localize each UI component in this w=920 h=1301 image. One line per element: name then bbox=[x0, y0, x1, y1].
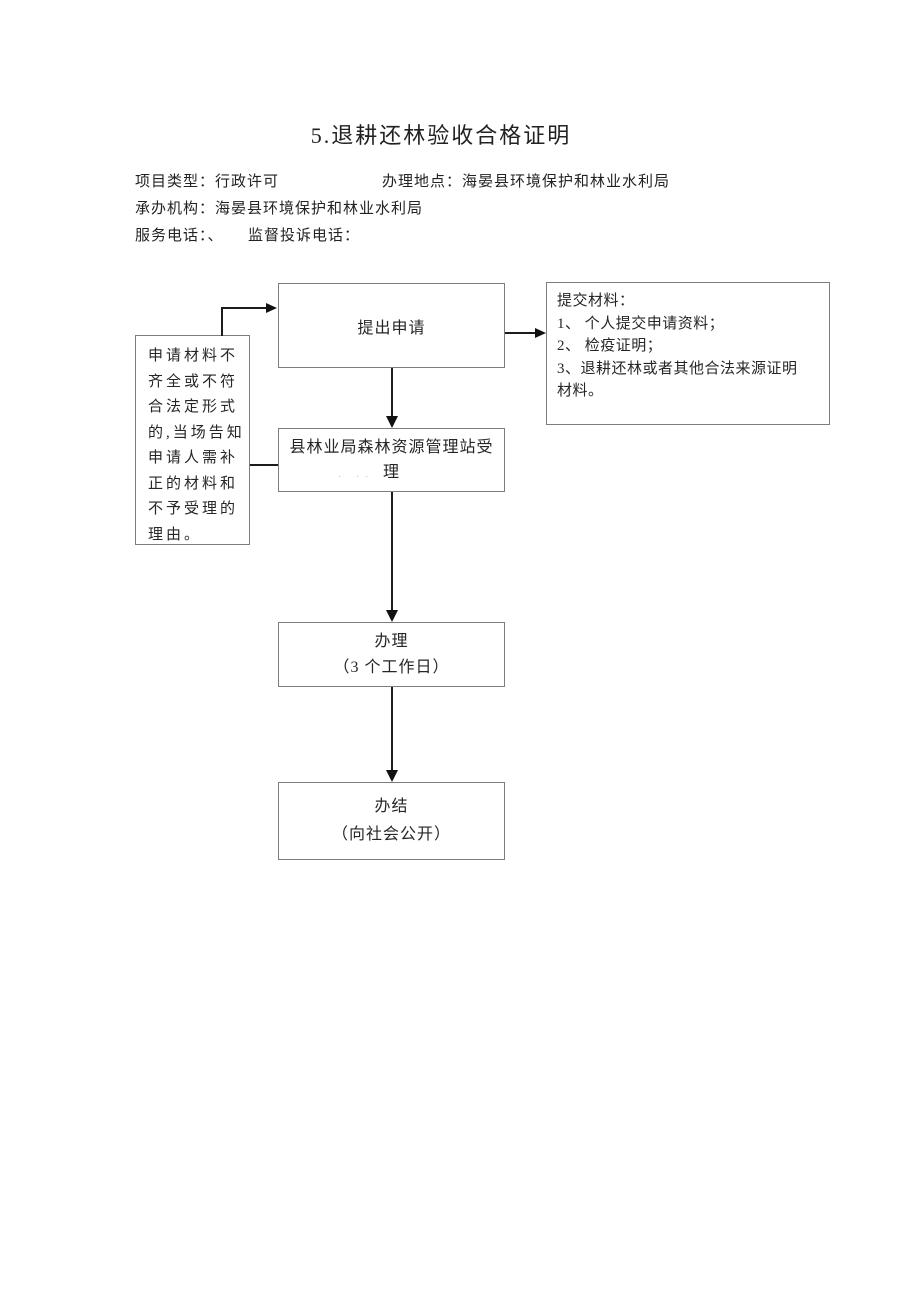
connector-apply-to-materials-line bbox=[505, 332, 536, 334]
flow-box-submit-application-label: 提出申请 bbox=[357, 319, 426, 337]
reject-line: 合法定形式 bbox=[148, 399, 239, 415]
connector-reject-to-apply-line bbox=[221, 307, 267, 309]
connector-process-to-done-line bbox=[391, 687, 393, 771]
meta-complaint-phone: 监督投诉电话： bbox=[248, 228, 361, 244]
accept-line: 县林业局森林资源管理站受 bbox=[289, 439, 494, 456]
process-line: 办理 bbox=[374, 632, 409, 650]
meta-project-type: 项目类型：行政许可 bbox=[135, 174, 280, 190]
done-line: 办结 bbox=[374, 798, 409, 815]
flow-box-processing: 办理 （3 个工作日） bbox=[278, 622, 505, 687]
reject-line: 申请材料不 bbox=[148, 348, 239, 364]
meta-undertaking-org: 承办机构：海晏县环境保护和林业水利局 bbox=[135, 201, 424, 217]
materials-line: 2、 检疫证明； bbox=[557, 338, 663, 354]
arrowhead-into-accept-box bbox=[386, 416, 398, 428]
meta-handle-location: 办理地点：海晏县环境保护和林业水利局 bbox=[382, 174, 671, 190]
reject-line: 正的材料和 bbox=[148, 475, 239, 492]
flow-box-forestry-station-acceptance: 县林业局森林资源管理站受 理 bbox=[278, 428, 505, 492]
flow-box-submit-application: 提出申请 bbox=[278, 283, 505, 368]
done-line: （向社会公开） bbox=[331, 826, 451, 843]
materials-line: 提交材料： bbox=[557, 293, 635, 309]
meta-service-phone: 服务电话：、 bbox=[135, 228, 224, 244]
scan-artifact: · ·· bbox=[338, 472, 375, 483]
flow-box-submitted-materials: 提交材料： 1、 个人提交申请资料； 2、 检疫证明； 3、退耕还林或者其他合法… bbox=[546, 282, 830, 425]
materials-line: 材料。 bbox=[557, 383, 604, 399]
reject-line: 不予受理的 bbox=[148, 501, 239, 517]
materials-line: 3、退耕还林或者其他合法来源证明 bbox=[557, 360, 798, 377]
accept-line: 理 bbox=[382, 464, 400, 481]
connector-reject-up-line bbox=[221, 308, 223, 336]
process-line: （3 个工作日） bbox=[333, 658, 450, 676]
connector-accept-to-process-line bbox=[391, 492, 393, 611]
connector-apply-to-accept-line bbox=[391, 368, 393, 417]
connector-reject-accept-line bbox=[250, 464, 278, 466]
arrowhead-into-done-box bbox=[386, 770, 398, 782]
flow-box-incomplete-materials-notice: 申请材料不 齐全或不符 合法定形式 的,当场告知 申请人需补 正的材料和 不予受… bbox=[135, 335, 250, 545]
reject-line: 的,当场告知 bbox=[148, 424, 245, 441]
reject-line: 齐全或不符 bbox=[148, 373, 239, 390]
materials-line: 1、 个人提交申请资料； bbox=[557, 315, 725, 332]
page-title: 5.退耕还林验收合格证明 bbox=[310, 123, 572, 148]
reject-line: 理由。 bbox=[148, 526, 203, 543]
reject-line: 申请人需补 bbox=[148, 450, 239, 466]
arrowhead-into-apply-box bbox=[266, 303, 277, 313]
arrowhead-into-process-box bbox=[386, 610, 398, 622]
flow-box-completion: 办结 （向社会公开） bbox=[278, 782, 505, 860]
arrowhead-into-materials-box bbox=[535, 328, 546, 338]
